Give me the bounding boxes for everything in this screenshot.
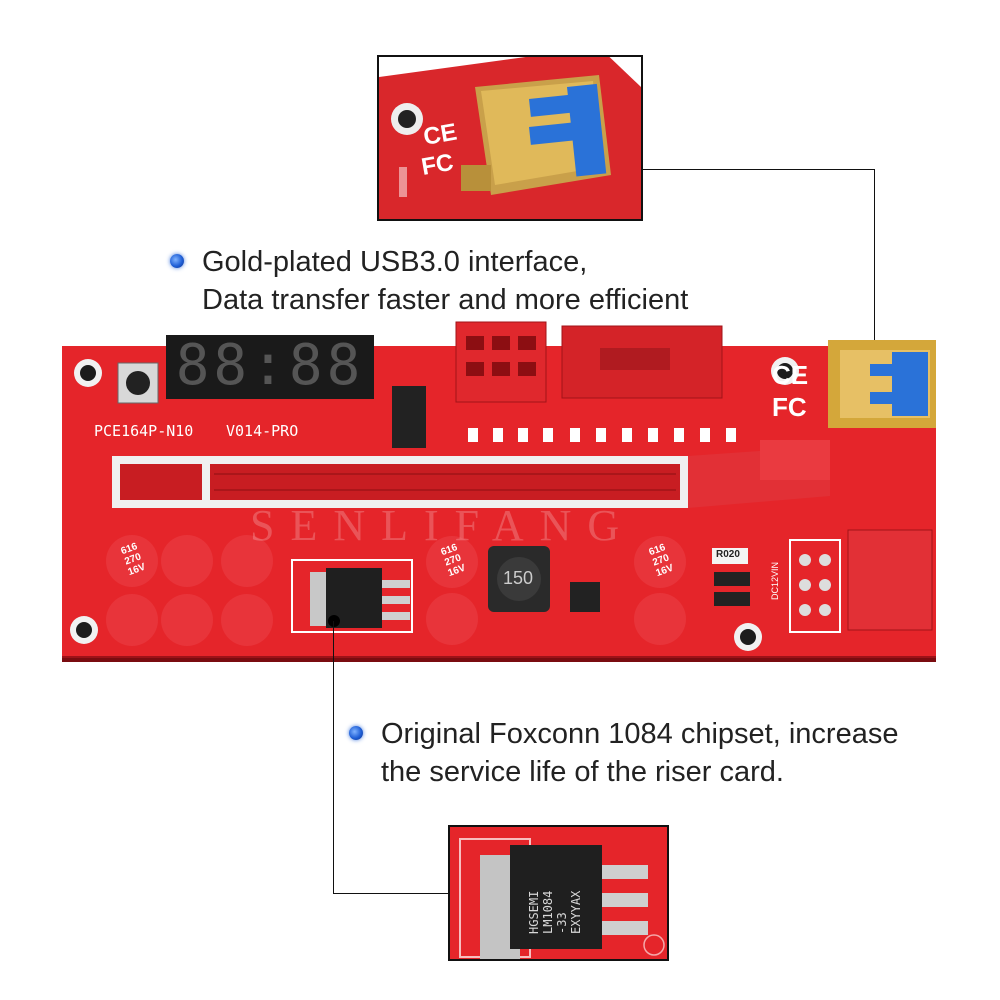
inductor-label: 150 (503, 568, 534, 588)
svg-text:FC: FC (419, 149, 455, 181)
chip-code: EXYYAX (569, 890, 583, 934)
chip-suffix: -33 (555, 912, 569, 934)
feature-text-chipset: Original Foxconn 1084 chipset, increase … (381, 715, 981, 791)
usb-zoom-inset: CE FC (377, 55, 643, 221)
watermark: SENLIFANG (250, 501, 636, 550)
fcc-mark: FC (772, 392, 807, 422)
chip-marking: HGSEMI LM1084 -33 EXYYAX (527, 858, 621, 934)
feature-text-usb: Gold-plated USB3.0 interface, Data trans… (202, 243, 922, 319)
usb-zoom-image: CE FC (379, 57, 641, 219)
usb-callout-line-h (643, 169, 875, 170)
feature-bullet-2 (349, 726, 363, 740)
resistor-label: R020 (716, 549, 740, 560)
chip-brand: HGSEMI (527, 890, 541, 934)
chip-zoom-image (450, 827, 667, 959)
chip-callout-line-v (333, 621, 334, 894)
chip-zoom-inset: HGSEMI LM1084 -33 EXYYAX (448, 825, 669, 961)
chip-callout-line-h (333, 893, 449, 894)
chip-callout-dot (328, 615, 340, 627)
usb-callout-line-v (874, 169, 875, 350)
feature-line: Data transfer faster and more efficient (202, 284, 689, 316)
board-model-label: PCE164P-N10 (94, 422, 194, 440)
seven-segment-display: 88:88 (175, 333, 365, 398)
chip-part: LM1084 (541, 890, 555, 934)
feature-bullet-1 (170, 254, 184, 268)
board-version-label: V014-PRO (226, 422, 299, 440)
feature-line: Original Foxconn 1084 chipset, increase (381, 718, 899, 750)
feature-line: the service life of the riser card. (381, 756, 784, 788)
ce-mark: CE (772, 360, 809, 390)
power-label: DC12VIN (770, 561, 780, 600)
feature-line: Gold-plated USB3.0 interface, (202, 246, 588, 278)
svg-text:CE: CE (421, 119, 459, 151)
